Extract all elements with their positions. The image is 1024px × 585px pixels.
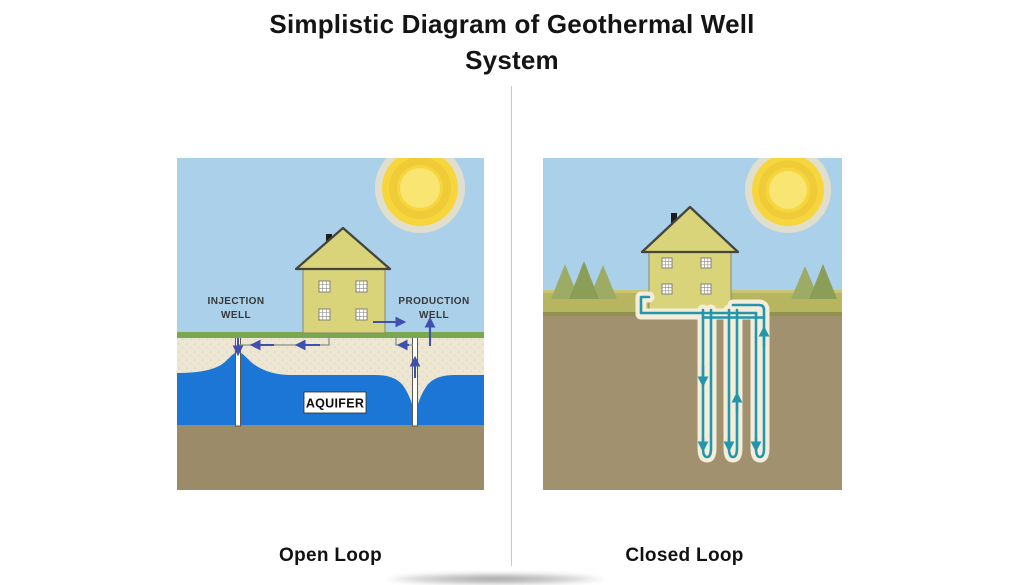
house-icon: [294, 226, 392, 334]
injection-well-label: INJECTION WELL: [208, 296, 265, 321]
injection-well-label-line1: INJECTION: [208, 296, 265, 307]
loop3-return-pipe: [731, 303, 766, 459]
house-icon: [640, 205, 740, 311]
aquifer-layer: [177, 352, 484, 426]
loop-flow-arrows: [697, 325, 770, 453]
page-title-line2: System: [465, 45, 559, 75]
tree-group-right: [791, 264, 837, 299]
tree-icon: [589, 265, 617, 299]
water-flow-arrows: [232, 316, 436, 378]
soil-layer: [543, 316, 842, 490]
open-loop-diagram-panel: INJECTION WELL PRODUCTION WELL AQUIFER: [177, 158, 484, 490]
tree-icon: [569, 261, 599, 299]
aquifer-label-text: AQUIFER: [306, 397, 364, 411]
injection-well-label-line2: WELL: [221, 310, 251, 321]
panel-divider-line: [511, 86, 512, 566]
sun-icon: [375, 158, 465, 233]
production-well-label-line2: WELL: [419, 310, 449, 321]
production-well-pipe: [412, 335, 418, 427]
ground-surface-grass: [177, 332, 484, 338]
aquifer-label: AQUIFER: [303, 391, 367, 414]
closed-loop-diagram-panel: [543, 158, 842, 490]
production-well-label-line1: PRODUCTION: [398, 296, 469, 307]
bedrock-layer: [177, 425, 484, 490]
tree-group-left: [551, 261, 617, 299]
closed-loop-caption: Closed Loop: [625, 545, 744, 566]
tree-icon: [551, 264, 579, 299]
tree-icon: [809, 264, 837, 299]
open-loop-illustration: INJECTION WELL PRODUCTION WELL AQUIFER: [177, 158, 484, 490]
supply-pipe: [639, 295, 758, 315]
page-title: Simplistic Diagram of Geothermal Well Sy…: [0, 6, 1024, 78]
closed-loop-illustration: [543, 158, 842, 490]
open-loop-caption: Open Loop: [279, 545, 382, 566]
sun-icon: [745, 158, 831, 233]
page-title-line1: Simplistic Diagram of Geothermal Well: [269, 9, 755, 39]
production-well-label: PRODUCTION WELL: [398, 296, 469, 321]
bottom-shadow-smudge: [388, 573, 603, 585]
tree-icon: [791, 266, 819, 299]
